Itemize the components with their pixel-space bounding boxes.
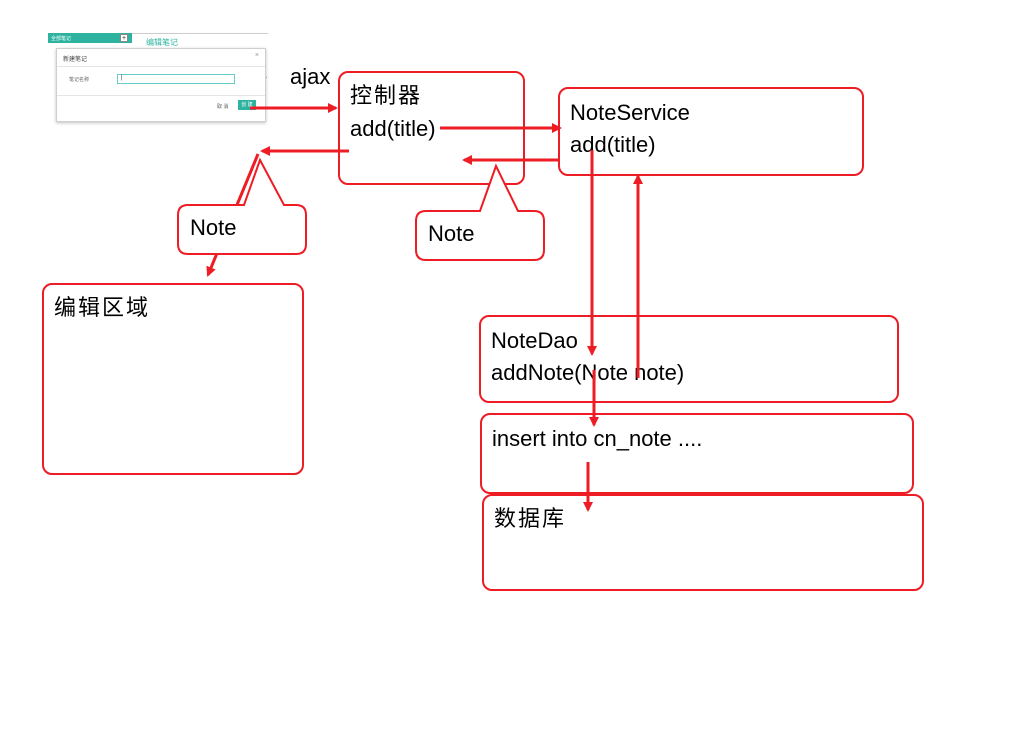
note-dao-title: NoteDao — [491, 328, 578, 353]
edit-area-title: 编辑区域 — [54, 296, 151, 321]
sql-box: insert into cn_note .... — [480, 413, 914, 494]
note-name-label: 笔记名称 — [69, 77, 90, 83]
note-service-method: add(title) — [570, 132, 656, 157]
controller-method: add(title) — [350, 116, 436, 141]
create-button[interactable]: 创 建 — [238, 100, 256, 110]
ajax-label: ajax — [290, 64, 331, 89]
controller-title: 控制器 — [350, 84, 423, 109]
cancel-button[interactable]: 取 消 — [217, 104, 229, 110]
database-box: 数据库 — [482, 494, 924, 591]
note-dao-method: addNote(Note note) — [491, 360, 685, 385]
all-notes-tab-label: 全部笔记 — [51, 36, 72, 42]
dialog-divider — [57, 66, 265, 67]
left-note-callout-label: Note — [190, 215, 237, 240]
note-service-box: NoteService add(title) — [558, 87, 864, 176]
database-title: 数据库 — [494, 507, 567, 532]
edit-area-box: 编辑区域 — [42, 283, 304, 475]
sql-statement: insert into cn_note .... — [492, 426, 703, 451]
note-service-title: NoteService — [570, 100, 690, 125]
dialog-footer-divider — [57, 95, 265, 96]
add-note-icon[interactable]: + — [120, 34, 128, 42]
dialog-title: 新建笔记 — [63, 57, 88, 63]
left-note-callout-shape — [177, 157, 307, 255]
note-dao-box: NoteDao addNote(Note note) — [479, 315, 899, 403]
right-note-callout-shape — [415, 163, 545, 261]
right-note-callout-label: Note — [428, 221, 475, 246]
note-name-input[interactable]: | — [117, 74, 235, 84]
new-note-dialog-screenshot: 全部笔记 + 编辑笔记 A 新建笔记 × 笔记名称 | 取 消 创 建 — [48, 33, 268, 122]
all-notes-tab[interactable]: 全部笔记 + — [48, 33, 132, 43]
dialog-panel: 新建笔记 × 笔记名称 | 取 消 创 建 — [56, 48, 266, 122]
header-divider — [132, 33, 268, 34]
close-icon[interactable]: × — [254, 52, 259, 59]
note-name-value: | — [121, 75, 123, 81]
edit-note-title: 编辑笔记 — [146, 38, 178, 47]
